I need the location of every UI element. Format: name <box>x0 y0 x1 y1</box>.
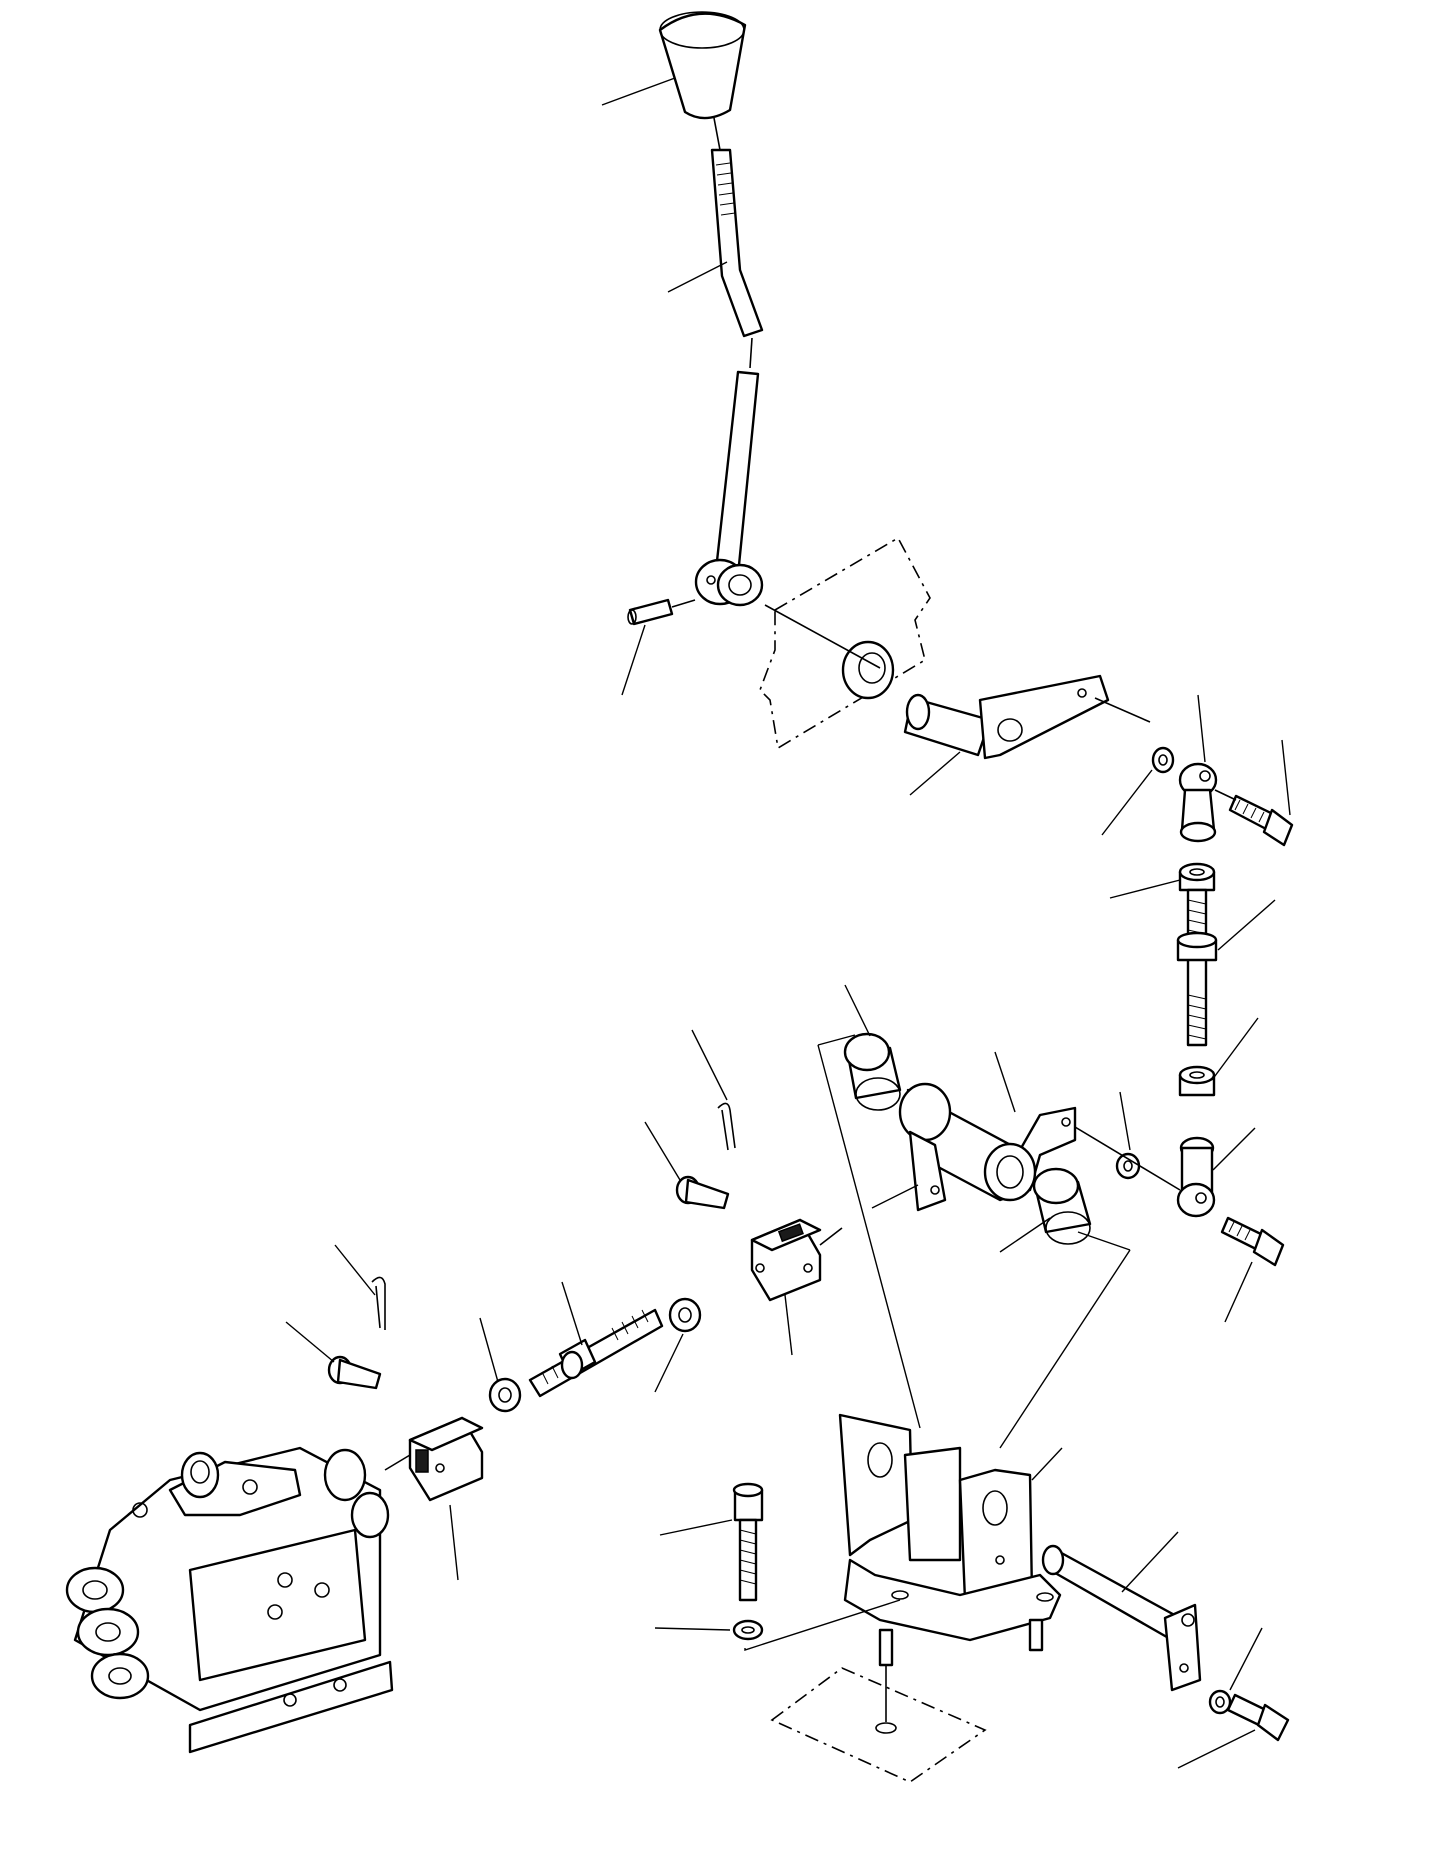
floor-plate-outline <box>770 1667 987 1783</box>
control-lever-upper <box>710 148 764 338</box>
axis-bolt-upper <box>1214 789 1237 801</box>
adjusting-rod-vertical <box>1176 888 1218 1047</box>
bolt-upper <box>1228 794 1294 847</box>
support-stand <box>838 1413 1062 1667</box>
axis-clevis-lower <box>384 1454 411 1471</box>
leader-spring-pin <box>621 624 646 696</box>
leader-lock-nut-horizontal-right <box>654 1333 684 1393</box>
pivot-boss <box>841 640 895 700</box>
bracket-leader-left <box>817 1044 921 1429</box>
control-lever-knob <box>658 11 747 120</box>
leader-bushing-upper <box>844 984 871 1037</box>
leader-knob <box>601 77 676 106</box>
clevis-pin-upper <box>675 1175 730 1210</box>
leader-bolt-bottom <box>659 1519 733 1536</box>
leader-pivot-shaft <box>909 751 961 796</box>
lock-nut-lower <box>1178 1065 1216 1097</box>
axis-lever <box>749 337 753 369</box>
axis-washer-middle <box>1059 1117 1181 1191</box>
control-valve <box>65 1446 394 1754</box>
lock-nut-upper <box>1178 862 1216 892</box>
leader-clevis-pin-upper <box>644 1121 681 1181</box>
leader-bellcrank-foot <box>871 1184 919 1209</box>
leader-washer-upper <box>1101 769 1153 836</box>
spring-pin <box>627 598 674 626</box>
ball-joint-lower <box>1176 1136 1216 1218</box>
leader-clevis-upper <box>784 1294 793 1356</box>
washer-upper <box>1151 746 1175 774</box>
axis-knob <box>713 117 721 151</box>
cotter-pin-upper <box>717 1102 736 1151</box>
lock-nut-horizontal-left <box>488 1377 522 1413</box>
clevis-lower <box>408 1416 484 1502</box>
leader-support-stand <box>1031 1447 1063 1481</box>
bolt-lower-right <box>1226 1693 1290 1742</box>
leader-lever <box>667 261 728 293</box>
axis-arm-end <box>1094 697 1151 723</box>
leader-washer-lower-right <box>1229 1627 1263 1691</box>
leader-lock-nut-upper <box>1109 879 1181 899</box>
lock-nut-horizontal-right <box>668 1297 702 1333</box>
ball-joint-upper <box>1178 762 1218 843</box>
control-lever-lower <box>714 370 760 577</box>
cotter-pin-lower <box>371 1276 386 1330</box>
pivot-shaft-with-arm <box>903 674 1110 760</box>
bushing-upper <box>843 1032 902 1111</box>
leader-bolt-upper <box>1281 739 1291 816</box>
bushing-lower <box>1032 1167 1092 1245</box>
bracket-leader-top <box>817 1034 856 1046</box>
leader-cotter-pin-upper <box>691 1029 728 1101</box>
leader-bellcrank <box>994 1051 1016 1113</box>
leader-lock-nut-lower <box>1211 1017 1259 1081</box>
lever-boss <box>694 558 764 607</box>
leader-ball-joint-upper <box>1197 694 1206 763</box>
leader-bolt-lower <box>1224 1261 1253 1323</box>
stand-pin <box>1041 1544 1202 1692</box>
leader-cotter-pin-lower <box>334 1244 376 1296</box>
floor-plate-hole <box>875 1722 897 1734</box>
bellcrank <box>898 1082 1077 1212</box>
bracket-leader-right <box>999 1249 1131 1449</box>
leader-washer-to-stand <box>744 1599 901 1651</box>
adjusting-rod-horizontal <box>528 1308 664 1398</box>
leader-adjusting-rod <box>1217 899 1276 951</box>
leader-washer-middle <box>1119 1091 1131 1151</box>
washer-middle <box>1115 1152 1141 1180</box>
leader-stand-pin <box>1121 1531 1179 1593</box>
mounting-plate-outline <box>759 536 931 750</box>
leader-bolt-lower-right <box>1177 1729 1256 1769</box>
leader-clevis-lower <box>449 1504 459 1581</box>
washer-lower-right <box>1208 1689 1232 1715</box>
axis-spring-pin <box>671 599 696 608</box>
leader-adjusting-rod-horizontal <box>561 1281 583 1346</box>
bolt-bottom <box>732 1482 764 1602</box>
bolt-lower <box>1220 1216 1285 1267</box>
axis-pivot <box>764 604 881 669</box>
axis-clevis-upper <box>819 1227 843 1246</box>
clevis-upper <box>750 1218 822 1302</box>
bracket-leader-mid <box>1077 1231 1131 1251</box>
washer-bottom <box>732 1619 764 1641</box>
leader-ball-joint-lower <box>1212 1127 1256 1171</box>
clevis-pin-lower <box>327 1355 382 1390</box>
leader-lock-nut-horizontal-left <box>479 1317 499 1383</box>
leader-bushing-lower <box>999 1217 1051 1253</box>
leader-clevis-pin-lower <box>285 1321 335 1363</box>
leader-washer-bottom <box>654 1627 731 1631</box>
